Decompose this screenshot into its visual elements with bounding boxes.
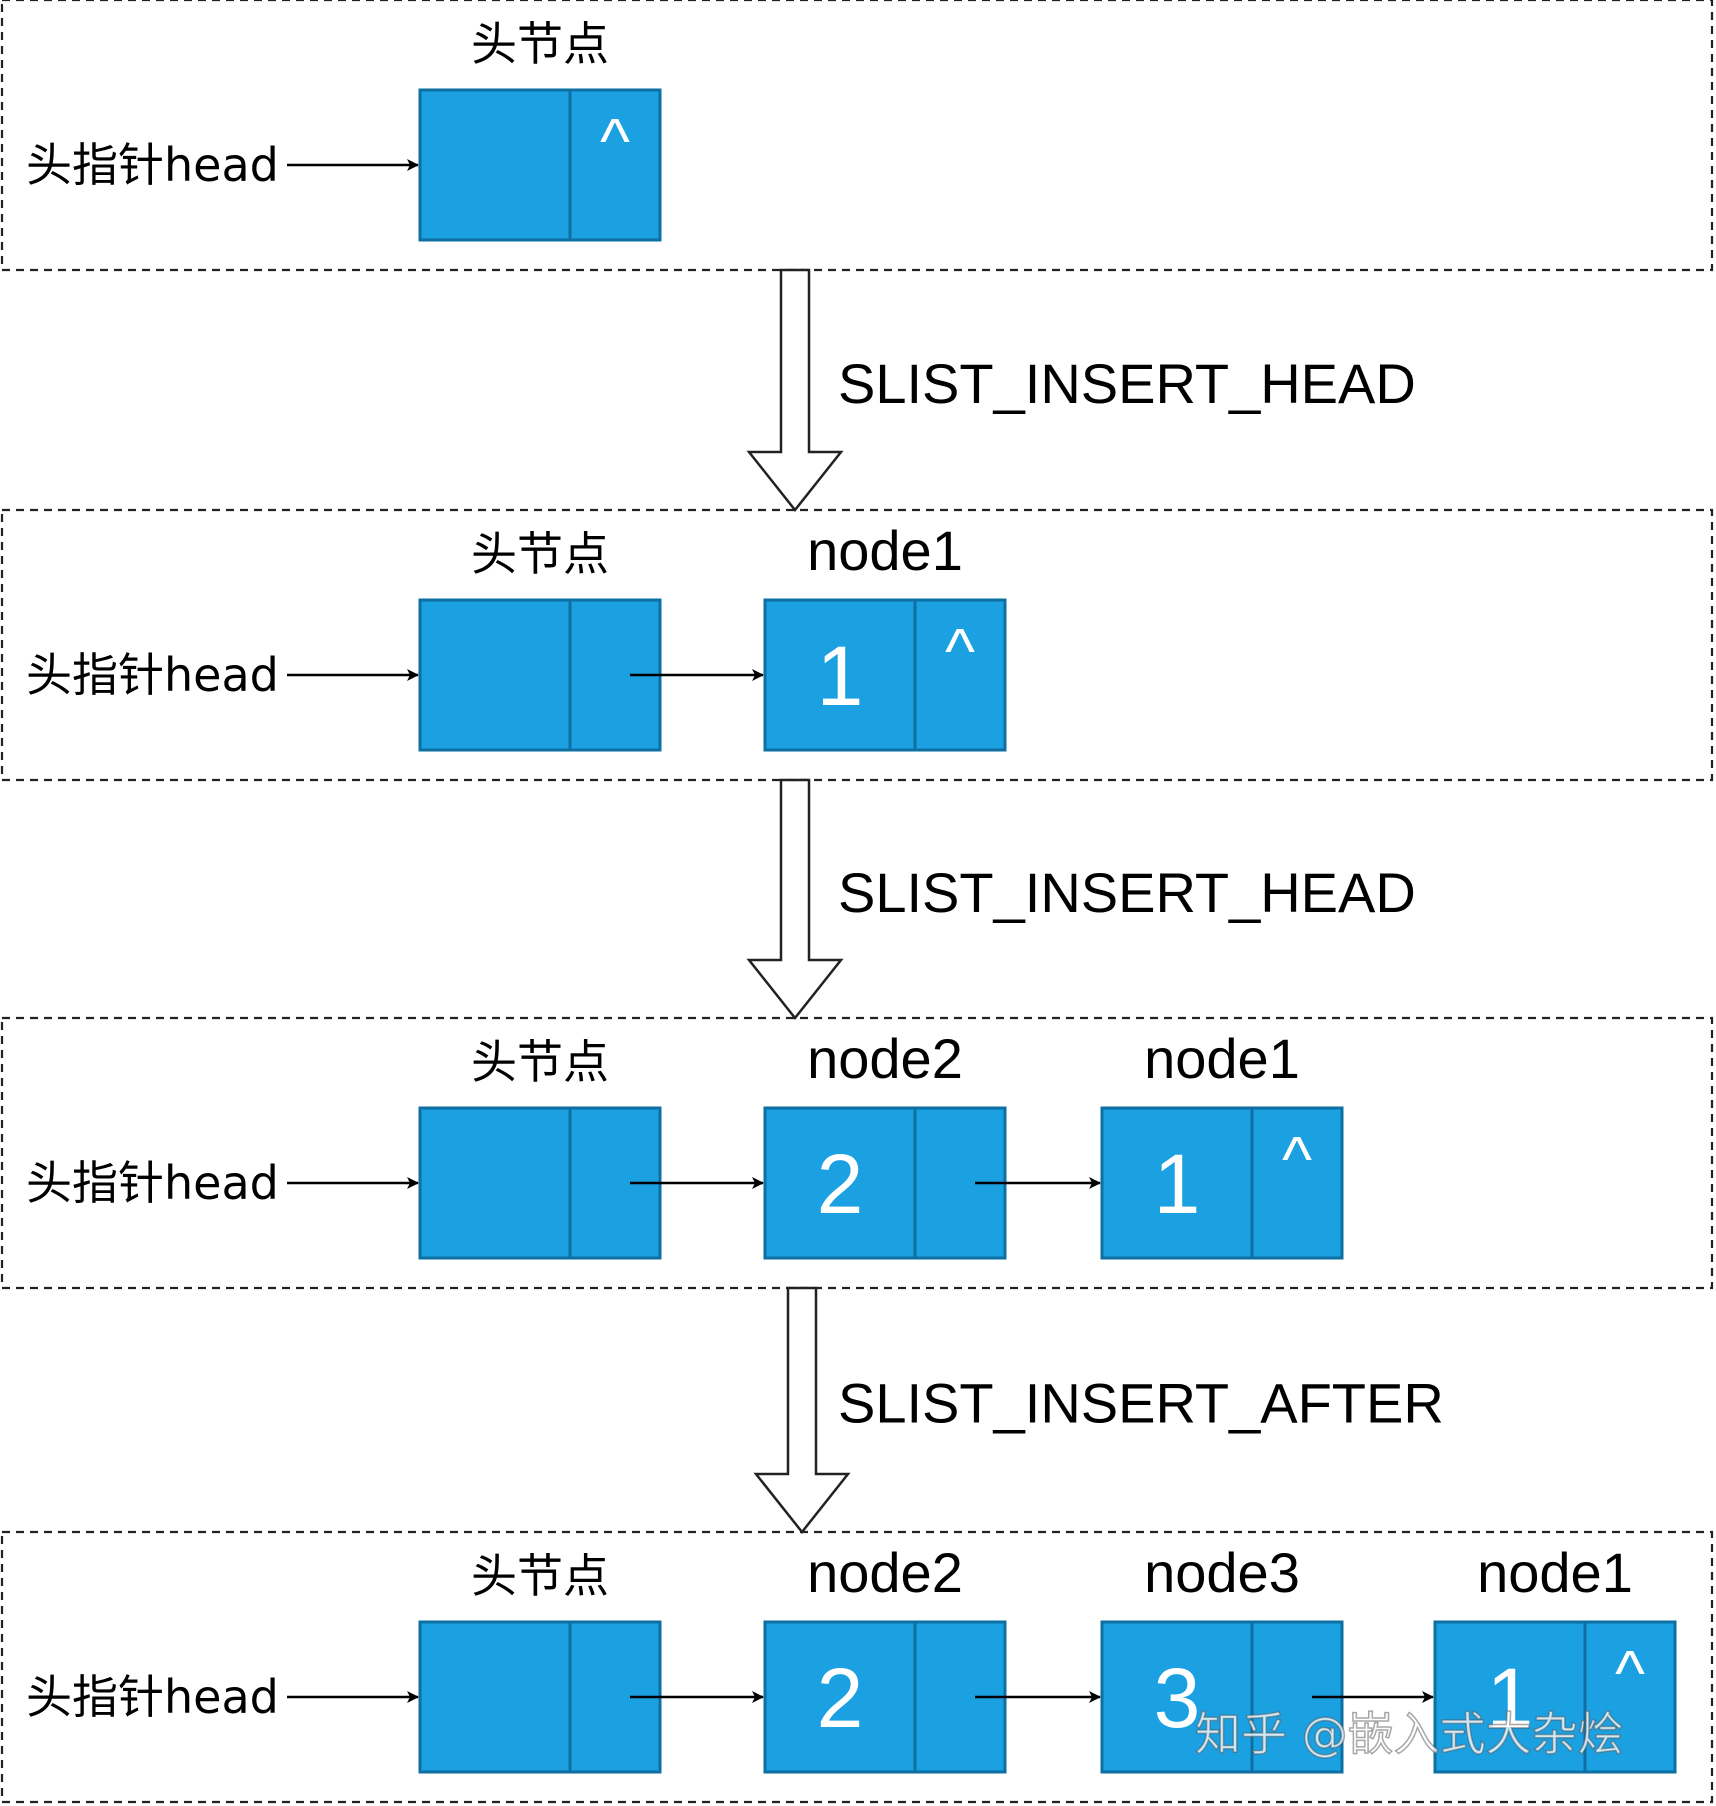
node-title: node2 xyxy=(807,1027,963,1090)
stage-2: 头指针head 头节点 node1 1 ^ xyxy=(0,508,1714,782)
node-title: 头节点 xyxy=(471,527,609,581)
transition-arrow xyxy=(753,1286,851,1535)
node-box xyxy=(1100,1106,1344,1260)
operation-1: SLIST_INSERT_HEAD xyxy=(746,268,1416,513)
operation-2: SLIST_INSERT_HEAD xyxy=(746,778,1416,1021)
operation-label: SLIST_INSERT_AFTER xyxy=(838,1372,1444,1435)
transition-arrow xyxy=(746,778,844,1021)
head-pointer-label: 头指针head xyxy=(26,1670,279,1724)
list-node-node3: node3 3 xyxy=(1100,1541,1434,1774)
list-node-node1: node1 1 ^ xyxy=(1100,1027,1344,1260)
node-box xyxy=(763,1620,1007,1774)
node-title: 头节点 xyxy=(471,1549,609,1603)
node-title: node3 xyxy=(1144,1541,1300,1604)
node-title: node1 xyxy=(1144,1027,1300,1090)
head-node: 头节点 xyxy=(418,1035,764,1260)
stage-frame xyxy=(0,0,1714,272)
node-box xyxy=(763,1106,1007,1260)
head-pointer-label: 头指针head xyxy=(26,138,279,192)
watermark-text: 知乎 @嵌入式大杂烩 xyxy=(1195,1707,1624,1761)
head-pointer-label: 头指针head xyxy=(26,648,279,702)
head-node: 头节点 xyxy=(418,1549,764,1774)
node-value: 2 xyxy=(817,1137,864,1231)
head-pointer-label: 头指针head xyxy=(26,1156,279,1210)
stage-frame xyxy=(0,1530,1714,1804)
node-box xyxy=(418,598,662,752)
null-pointer-symbol: ^ xyxy=(945,615,975,687)
node-box xyxy=(1100,1620,1344,1774)
node-title: node2 xyxy=(807,1541,963,1604)
stage-3: 头指针head 头节点 node2 2 node1 1 ^ xyxy=(0,1016,1714,1290)
null-pointer-symbol: ^ xyxy=(600,105,630,177)
node-box xyxy=(418,1620,662,1774)
list-node-node1: node1 1 ^ xyxy=(763,519,1007,752)
node-value: 1 xyxy=(817,629,864,723)
null-pointer-symbol: ^ xyxy=(1282,1123,1312,1195)
node-box xyxy=(1433,1620,1677,1774)
stage-1: 头指针head 头节点 ^ xyxy=(0,0,1714,272)
head-node: 头节点 ^ xyxy=(418,17,662,242)
node-value: 3 xyxy=(1154,1651,1201,1745)
node-title: node1 xyxy=(1477,1541,1633,1604)
node-title: 头节点 xyxy=(471,1035,609,1089)
node-box xyxy=(763,598,1007,752)
list-node-node1: node1 1 ^ xyxy=(1433,1541,1677,1774)
node-value: 1 xyxy=(1487,1651,1534,1745)
node-box xyxy=(418,88,662,242)
node-value: 2 xyxy=(817,1651,864,1745)
node-value: 1 xyxy=(1154,1137,1201,1231)
node-title: 头节点 xyxy=(471,17,609,71)
stage-4: 头指针head 头节点 node2 2 node3 3 node1 1 ^ xyxy=(0,1530,1714,1804)
operation-label: SLIST_INSERT_HEAD xyxy=(838,352,1416,415)
node-title: node1 xyxy=(807,519,963,582)
operation-label: SLIST_INSERT_HEAD xyxy=(838,861,1416,924)
node-box xyxy=(418,1106,662,1260)
stage-frame xyxy=(0,508,1714,782)
list-node-node2: node2 2 xyxy=(763,1541,1101,1774)
stage-frame xyxy=(0,1016,1714,1290)
operation-3: SLIST_INSERT_AFTER xyxy=(753,1286,1444,1535)
transition-arrow xyxy=(746,268,844,513)
list-node-node2: node2 2 xyxy=(763,1027,1101,1260)
null-pointer-symbol: ^ xyxy=(1615,1637,1645,1709)
head-node: 头节点 xyxy=(418,527,764,752)
